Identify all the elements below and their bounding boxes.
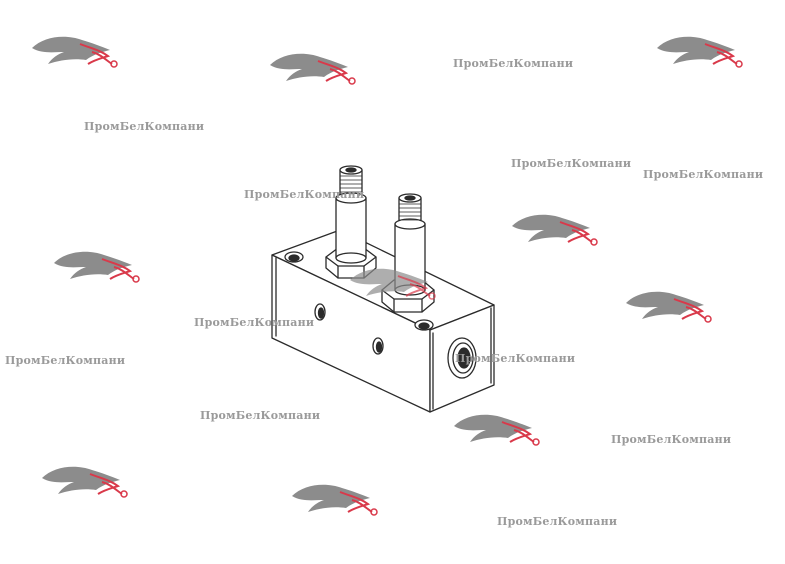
watermark-text: ПромБелКомпани [611,433,732,446]
panther-logo-icon [657,36,743,68]
fitting-left [325,165,377,279]
watermark-text: ПромБелКомпани [643,168,764,181]
watermark-text: ПромБелКомпани [497,515,618,528]
panther-logo-icon [270,53,356,85]
panther-logo-icon [32,36,118,68]
panther-logo-icon [292,484,378,516]
panther-logo-icon [454,414,540,446]
watermark-text: ПромБелКомпани [511,157,632,170]
watermark-text: ПромБелКомпани [200,409,321,422]
panther-logo-icon [54,251,140,283]
fitting-right [381,193,435,313]
panther-logo-icon [350,268,436,300]
panther-logo-icon [42,466,128,498]
watermark-text: ПромБелКомпани [453,57,574,70]
watermark-text: ПромБелКомпани [5,354,126,367]
watermark-text: ПромБелКомпани [194,316,315,329]
panther-logo-icon [626,291,712,323]
panther-logo-icon [512,214,598,246]
watermark-text: ПромБелКомпани [244,188,365,201]
watermark-text: ПромБелКомпани [455,352,576,365]
watermark-text: ПромБелКомпани [84,120,205,133]
